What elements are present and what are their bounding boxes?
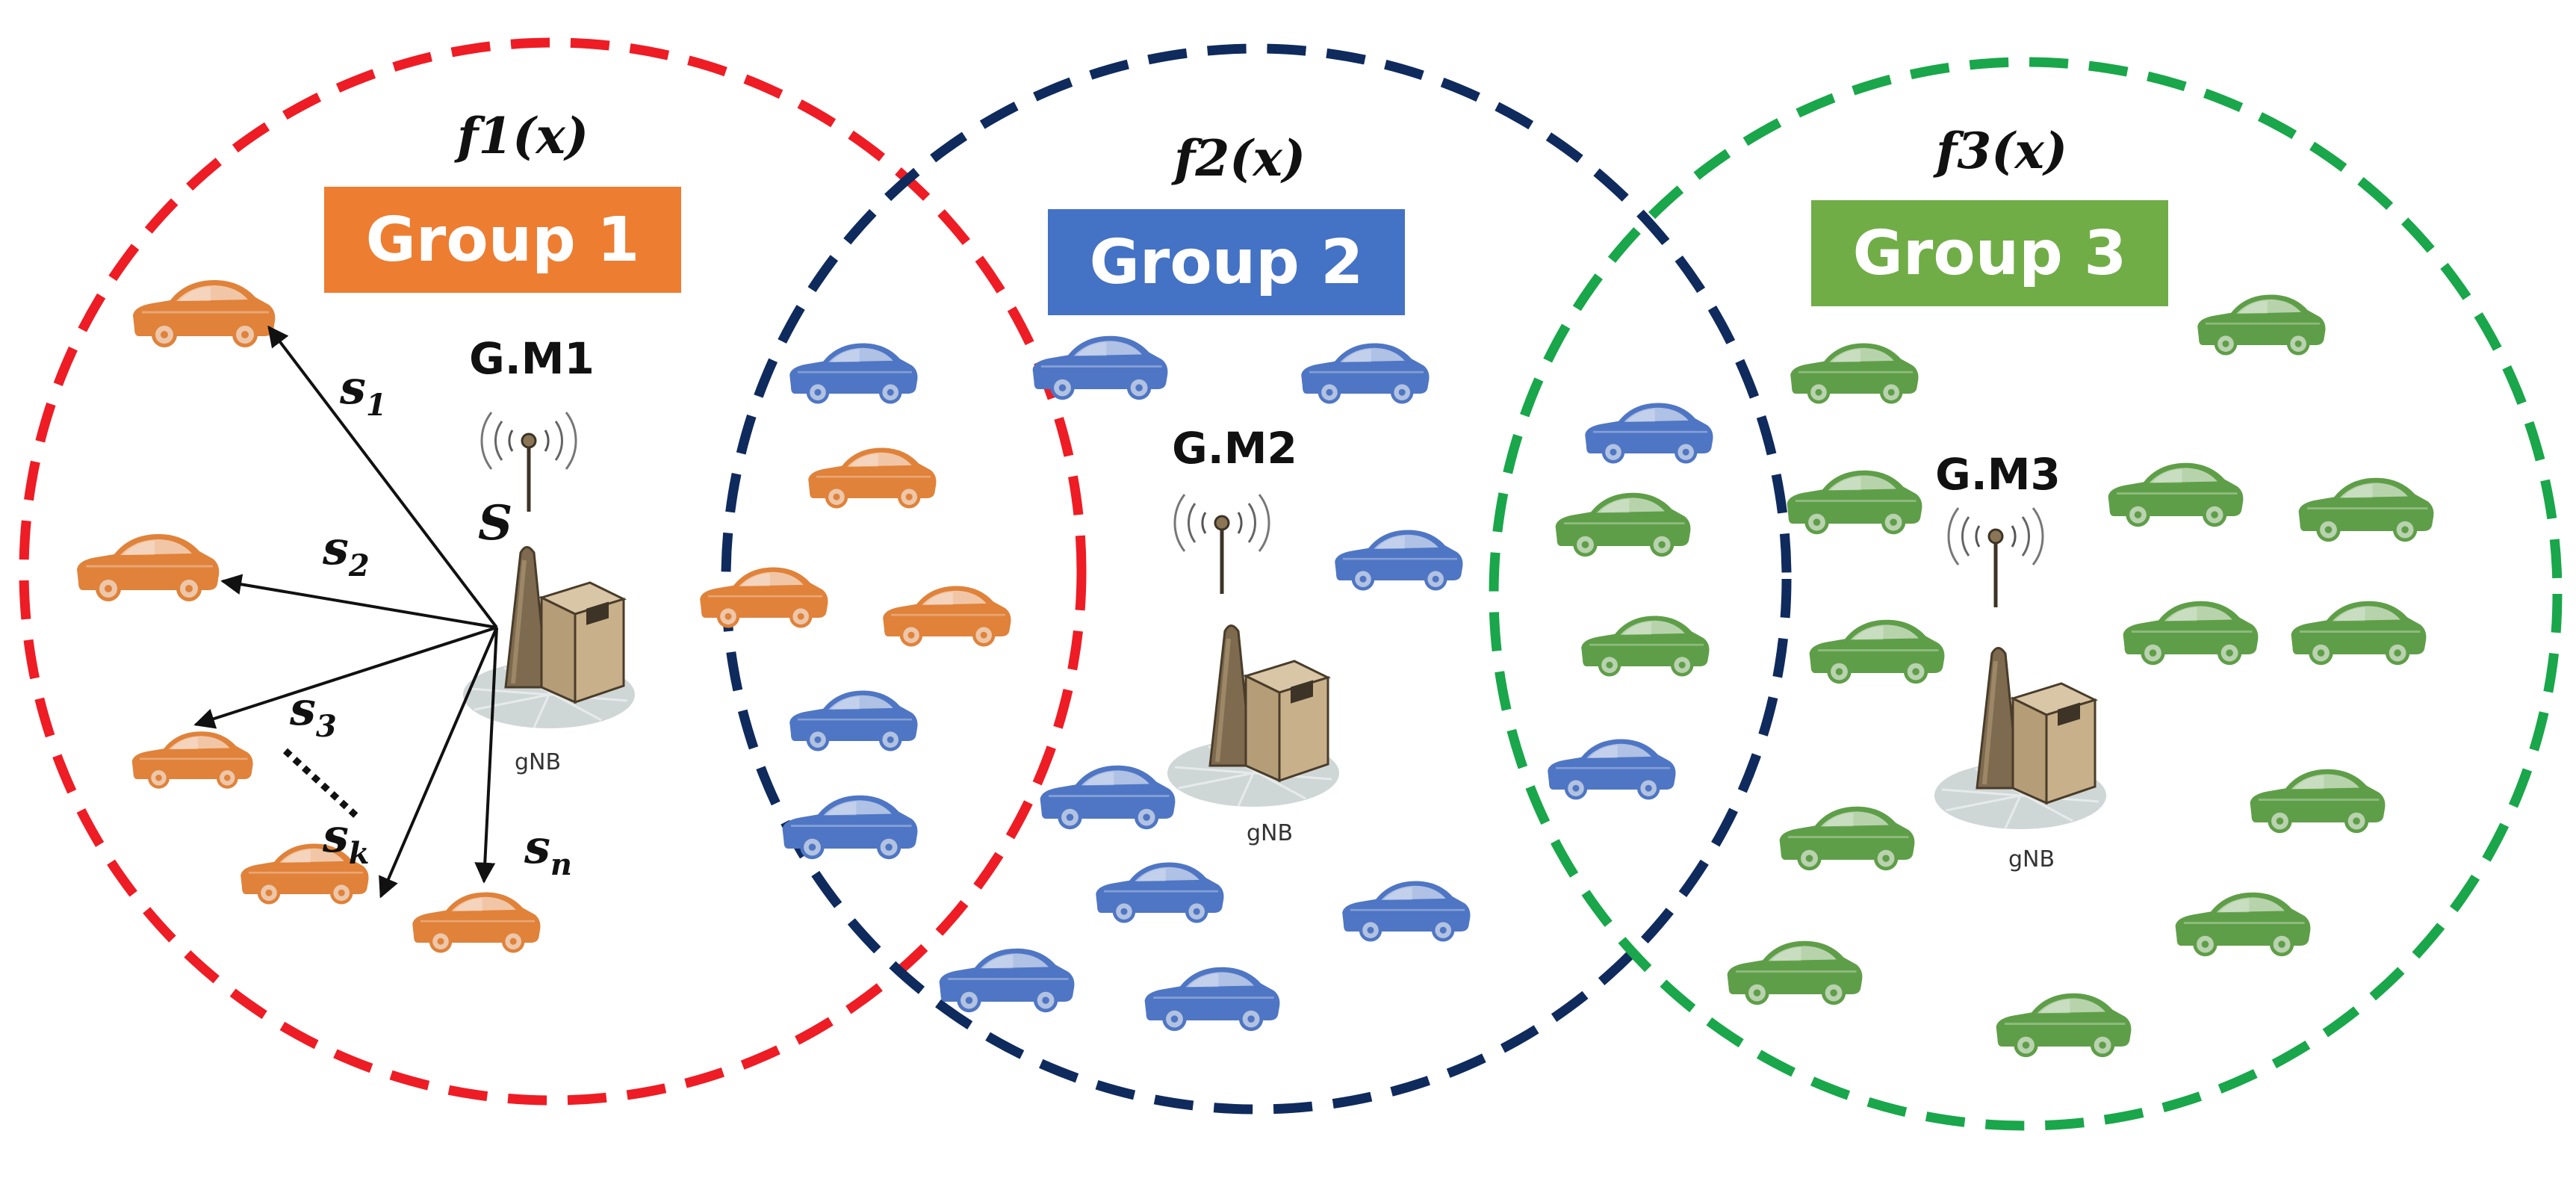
car-icon xyxy=(1995,992,2132,1058)
group2-base-station xyxy=(1167,626,1339,808)
car-icon xyxy=(1341,880,1471,943)
car-icon xyxy=(2249,768,2386,834)
group3-coverage-circle xyxy=(1489,57,2563,1131)
car-icon xyxy=(1554,492,1692,558)
group1-function-label: f1(x) xyxy=(454,107,589,165)
car-icon xyxy=(1778,805,1916,872)
car-icon xyxy=(938,947,1076,1014)
car-icon xyxy=(1580,615,1710,678)
group1-label-box xyxy=(324,187,681,293)
group3-base-station xyxy=(1934,648,2106,830)
car-icon xyxy=(1726,940,1863,1006)
car-icon xyxy=(2107,462,2244,528)
car-icon xyxy=(788,689,919,752)
car-icon xyxy=(881,585,1012,648)
car-icon xyxy=(2196,294,2327,356)
car-icon xyxy=(2297,477,2435,543)
group2-function-label: f2(x) xyxy=(1171,129,1306,187)
signal-arrow-s1 xyxy=(267,325,498,629)
car-icon xyxy=(1039,764,1176,831)
car-icon xyxy=(131,730,254,790)
signal-label-sn: sn xyxy=(524,819,572,882)
car-icon xyxy=(2290,600,2427,666)
signal-links xyxy=(193,325,498,899)
group2-station-label: gNB xyxy=(1247,820,1293,846)
car-icon xyxy=(807,447,937,509)
group2-antenna-icon xyxy=(1175,495,1269,594)
group1-base-station xyxy=(463,548,635,729)
signal-arrow-s3 xyxy=(193,626,497,729)
signal-arrow-sn xyxy=(474,627,498,884)
car-icon xyxy=(788,342,919,405)
car-icon xyxy=(1094,861,1225,924)
signal-arrow-s2 xyxy=(220,574,497,629)
group3-label-box xyxy=(1811,200,2168,306)
group3-manager-label: G.M3 xyxy=(1935,449,2061,500)
vehicles-layer xyxy=(75,279,2435,1058)
group3-antenna-icon xyxy=(1949,508,2043,607)
car-icon xyxy=(1333,529,1464,592)
group3-station-label: gNB xyxy=(2008,846,2055,872)
car-icon xyxy=(75,533,220,603)
group1-station-label: gNB xyxy=(515,749,561,775)
signal-label-s1: s1 xyxy=(339,360,387,423)
car-icon xyxy=(781,794,919,861)
car-icon xyxy=(1031,335,1169,401)
car-icon xyxy=(2174,891,2312,958)
source-signal-label: S xyxy=(478,495,512,551)
group2-coverage-circle xyxy=(721,43,1792,1115)
group3-label: Group 3 xyxy=(1853,218,2127,289)
car-icon xyxy=(2122,600,2259,666)
signal-ellipsis-dots xyxy=(282,748,361,821)
group2-label: Group 2 xyxy=(1090,227,1364,298)
car-icon xyxy=(1143,966,1281,1032)
car-icon xyxy=(131,279,276,349)
group1-manager-label: G.M1 xyxy=(469,333,595,384)
signal-label-s2: s2 xyxy=(322,521,370,583)
car-icon xyxy=(1808,619,1946,685)
signal-arrow-sk xyxy=(379,627,498,899)
car-icon xyxy=(411,891,541,954)
signal-label-s3: s3 xyxy=(289,681,337,744)
car-icon xyxy=(1300,342,1430,405)
car-icon xyxy=(1583,402,1714,465)
group3-function-label: f3(x) xyxy=(1933,122,2067,180)
group2-manager-label: G.M2 xyxy=(1172,423,1297,474)
group1-label: Group 1 xyxy=(366,205,640,276)
car-icon xyxy=(1789,342,1919,405)
car-icon xyxy=(1546,738,1677,801)
group1-coverage-circle xyxy=(19,37,1087,1106)
car-icon xyxy=(1786,469,1923,536)
car-icon xyxy=(698,566,829,629)
group2-label-box xyxy=(1048,209,1405,315)
signal-label-sk: sk xyxy=(322,808,370,871)
